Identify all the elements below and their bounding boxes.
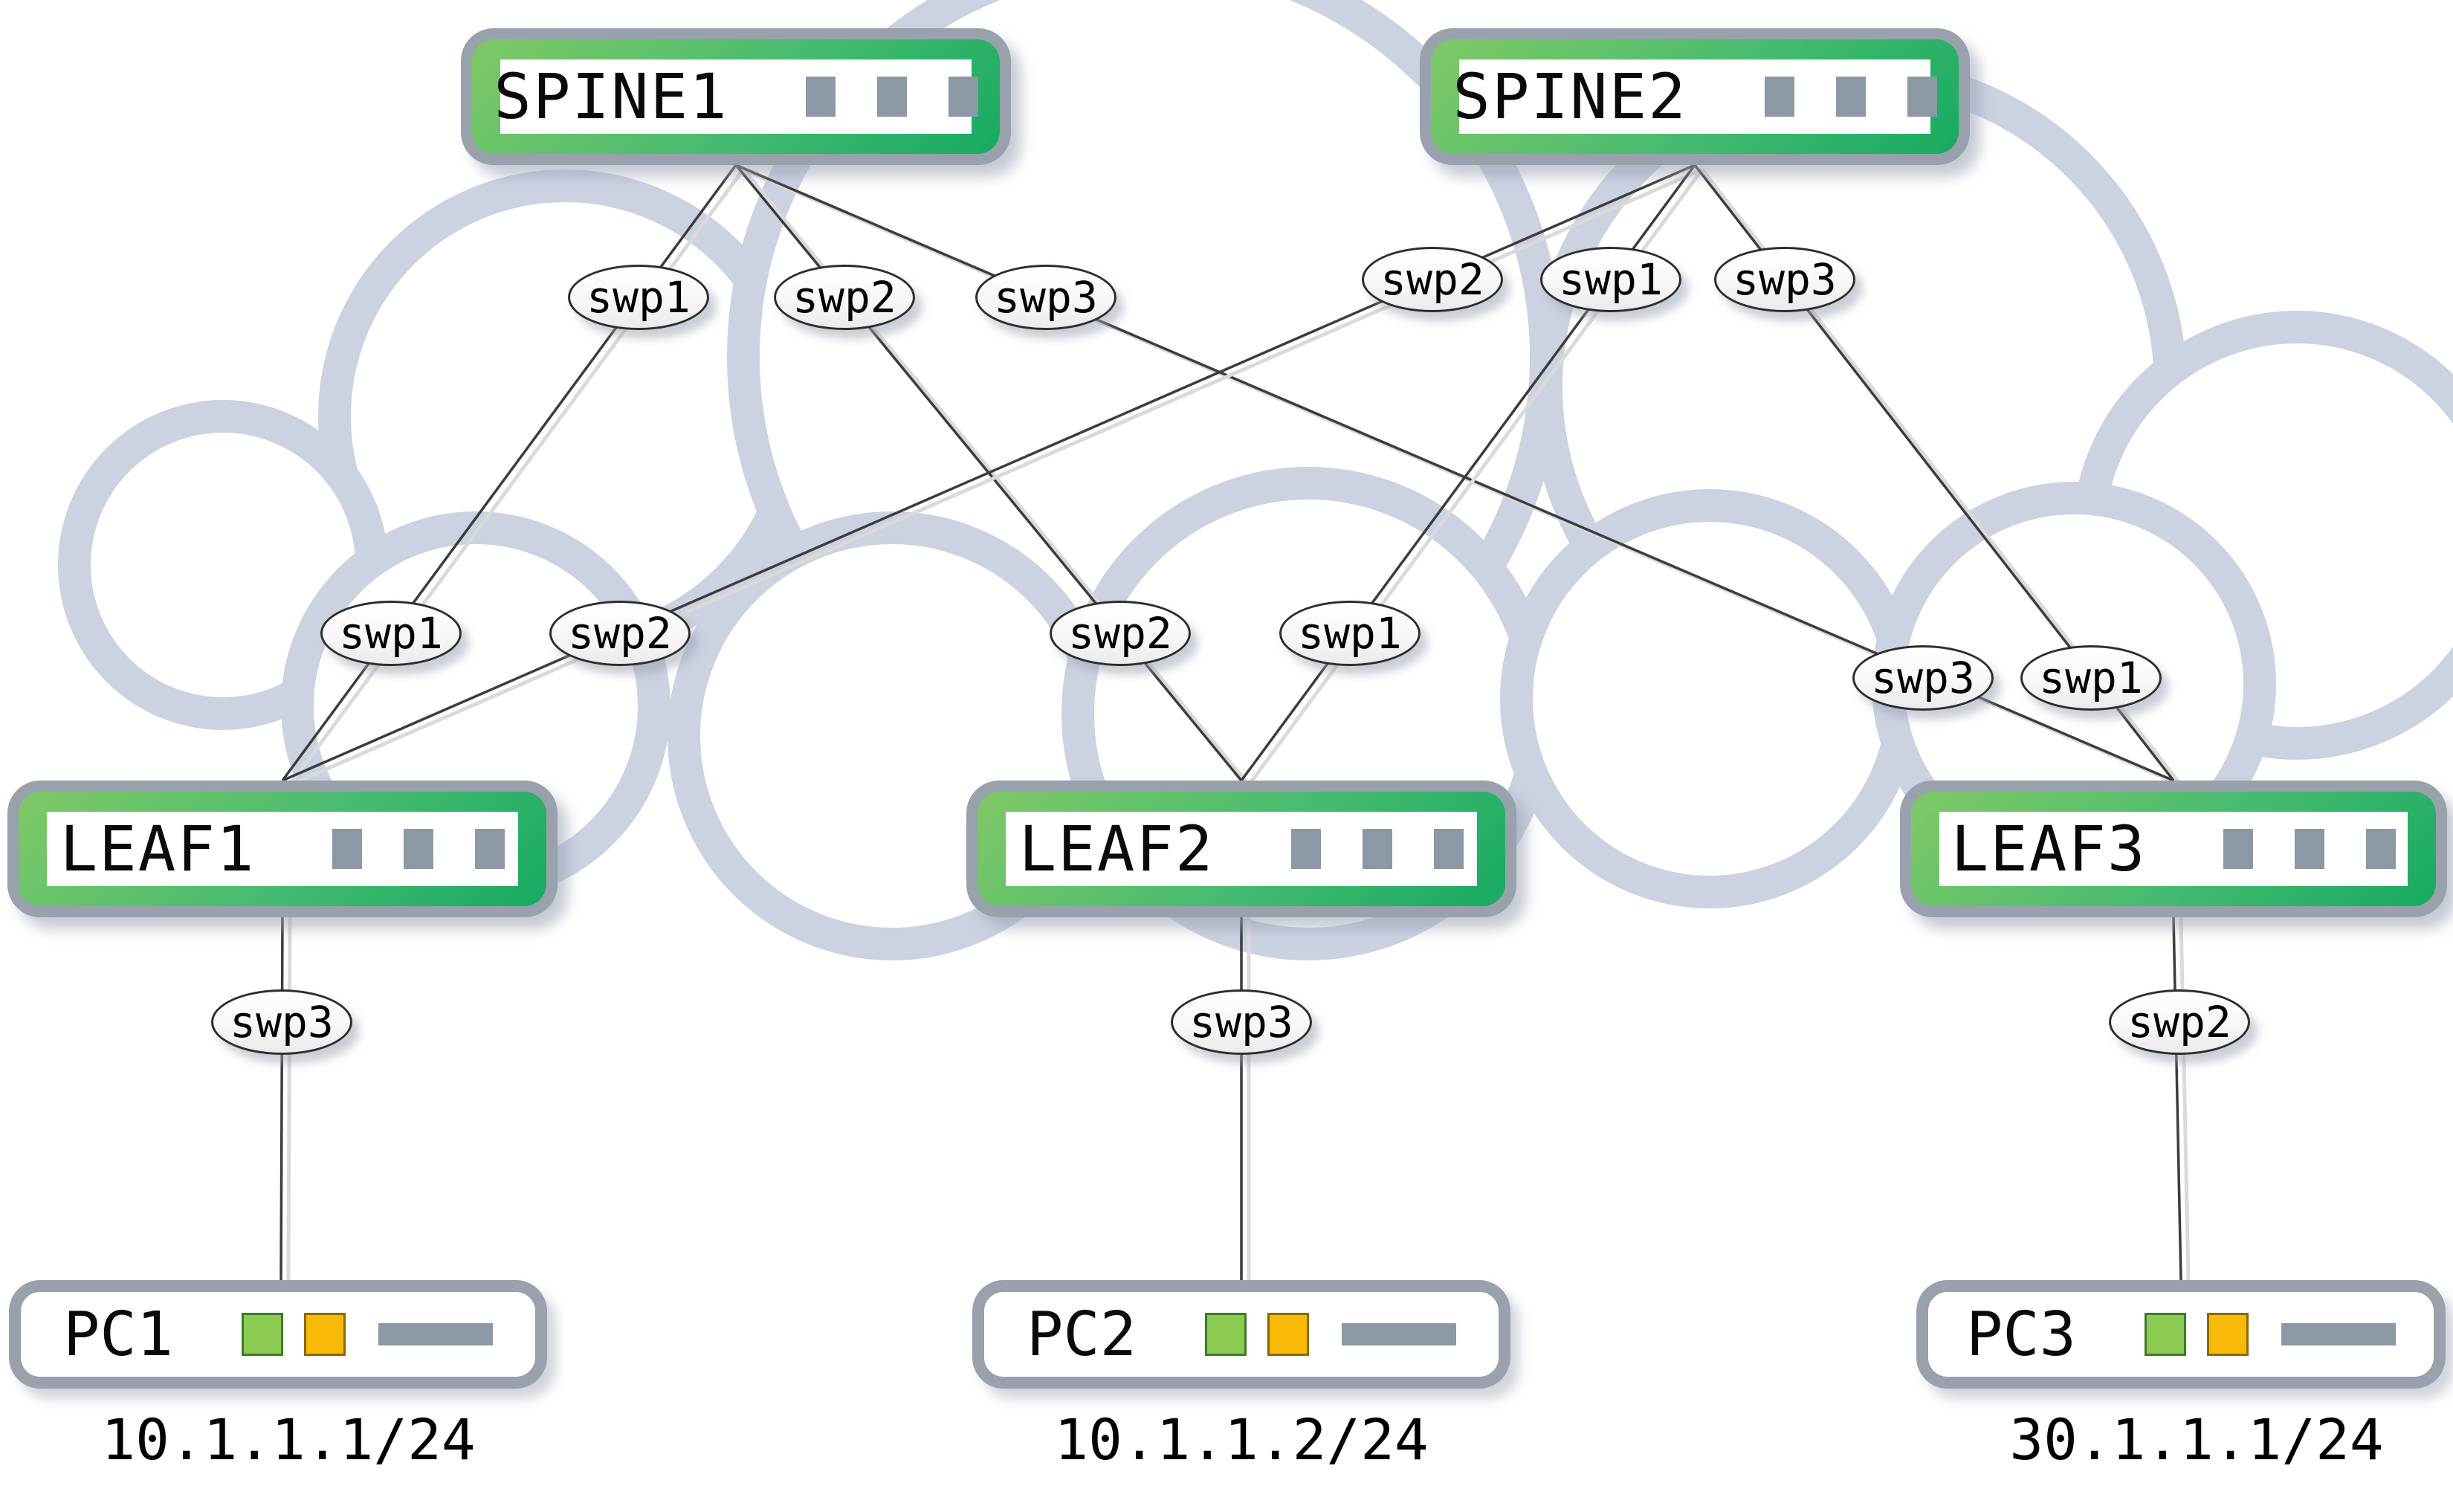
port-leaf1-swp2[interactable]: swp2 xyxy=(549,601,691,666)
drive-bar-icon xyxy=(2281,1323,2397,1345)
switch-face: LEAF2 xyxy=(1006,812,1477,886)
switch-gradient: SPINE2 xyxy=(1431,39,1959,154)
status-dots-icon xyxy=(1764,77,1937,117)
led-green-icon xyxy=(1205,1313,1247,1356)
port-leaf3-swp1[interactable]: swp1 xyxy=(2020,645,2162,711)
port-spine1-swp3[interactable]: swp3 xyxy=(975,265,1116,330)
switch-gradient: LEAF2 xyxy=(977,792,1505,906)
switch-gradient: SPINE1 xyxy=(472,39,1000,154)
port-leaf2-swp2[interactable]: swp2 xyxy=(1050,601,1191,666)
node-label-pc3: PC3 xyxy=(1965,1299,2077,1370)
port-spine1-swp2[interactable]: swp2 xyxy=(774,265,915,330)
link-leaf1-pc1 xyxy=(279,917,292,1281)
ip-label-pc3: 30.1.1.1/24 xyxy=(2009,1406,2384,1473)
node-leaf3[interactable]: LEAF3 xyxy=(1900,781,2447,917)
switch-face: LEAF3 xyxy=(1939,812,2408,886)
status-dots-icon xyxy=(2223,829,2397,869)
switch-gradient: LEAF1 xyxy=(19,792,546,906)
port-spine2-swp2[interactable]: swp2 xyxy=(1362,247,1503,312)
led-green-icon xyxy=(242,1313,284,1356)
switch-gradient: LEAF3 xyxy=(1911,792,2436,906)
port-leaf2-swp1[interactable]: swp1 xyxy=(1279,601,1421,666)
link-leaf2-pc2 xyxy=(1240,917,1251,1280)
status-dots-icon xyxy=(1291,829,1464,869)
node-label-pc2: PC2 xyxy=(1026,1299,1137,1370)
port-spine2-swp3[interactable]: swp3 xyxy=(1714,247,1855,312)
link-spine1-leaf1 xyxy=(281,164,746,786)
led-orange-icon xyxy=(2207,1313,2249,1356)
node-label-pc1: PC1 xyxy=(62,1299,174,1370)
node-pc2[interactable]: PC2 xyxy=(972,1280,1510,1389)
port-spine2-swp1[interactable]: swp1 xyxy=(1540,247,1681,312)
port-leaf1-swp3[interactable]: swp3 xyxy=(211,989,352,1055)
node-label-leaf3: LEAF3 xyxy=(1951,812,2147,885)
led-orange-icon xyxy=(304,1313,346,1356)
node-pc3[interactable]: PC3 xyxy=(1916,1280,2446,1389)
switch-face: SPINE1 xyxy=(494,59,978,134)
node-label-leaf1: LEAF1 xyxy=(59,812,256,885)
port-leaf2-swp3[interactable]: swp3 xyxy=(1171,989,1312,1055)
node-label-leaf2: LEAF2 xyxy=(1018,812,1215,885)
node-spine2[interactable]: SPINE2 xyxy=(1420,28,1970,165)
led-green-icon xyxy=(2145,1313,2187,1356)
node-pc1[interactable]: PC1 xyxy=(9,1280,547,1389)
port-leaf3-swp3[interactable]: swp3 xyxy=(1852,645,1994,711)
node-label-spine1: SPINE1 xyxy=(494,60,728,133)
status-dots-icon xyxy=(805,77,978,117)
led-orange-icon xyxy=(1267,1313,1310,1356)
port-spine1-swp1[interactable]: swp1 xyxy=(568,265,709,330)
node-label-spine2: SPINE2 xyxy=(1452,60,1687,133)
ip-label-pc1: 10.1.1.1/24 xyxy=(101,1406,476,1473)
node-leaf2[interactable]: LEAF2 xyxy=(966,781,1516,917)
drive-bar-icon xyxy=(378,1323,494,1345)
status-dots-icon xyxy=(332,829,505,869)
drive-bar-icon xyxy=(1342,1323,1457,1345)
node-leaf1[interactable]: LEAF1 xyxy=(7,781,558,917)
switch-face: LEAF1 xyxy=(47,812,518,886)
ip-label-pc2: 10.1.1.2/24 xyxy=(1054,1406,1429,1473)
switch-face: SPINE2 xyxy=(1452,59,1937,134)
link-leaf3-pc3 xyxy=(2172,917,2191,1281)
port-leaf3-swp2[interactable]: swp2 xyxy=(2109,989,2250,1055)
link-spine1-leaf2 xyxy=(734,164,1250,786)
port-leaf1-swp1[interactable]: swp1 xyxy=(320,601,462,666)
node-spine1[interactable]: SPINE1 xyxy=(461,28,1011,165)
